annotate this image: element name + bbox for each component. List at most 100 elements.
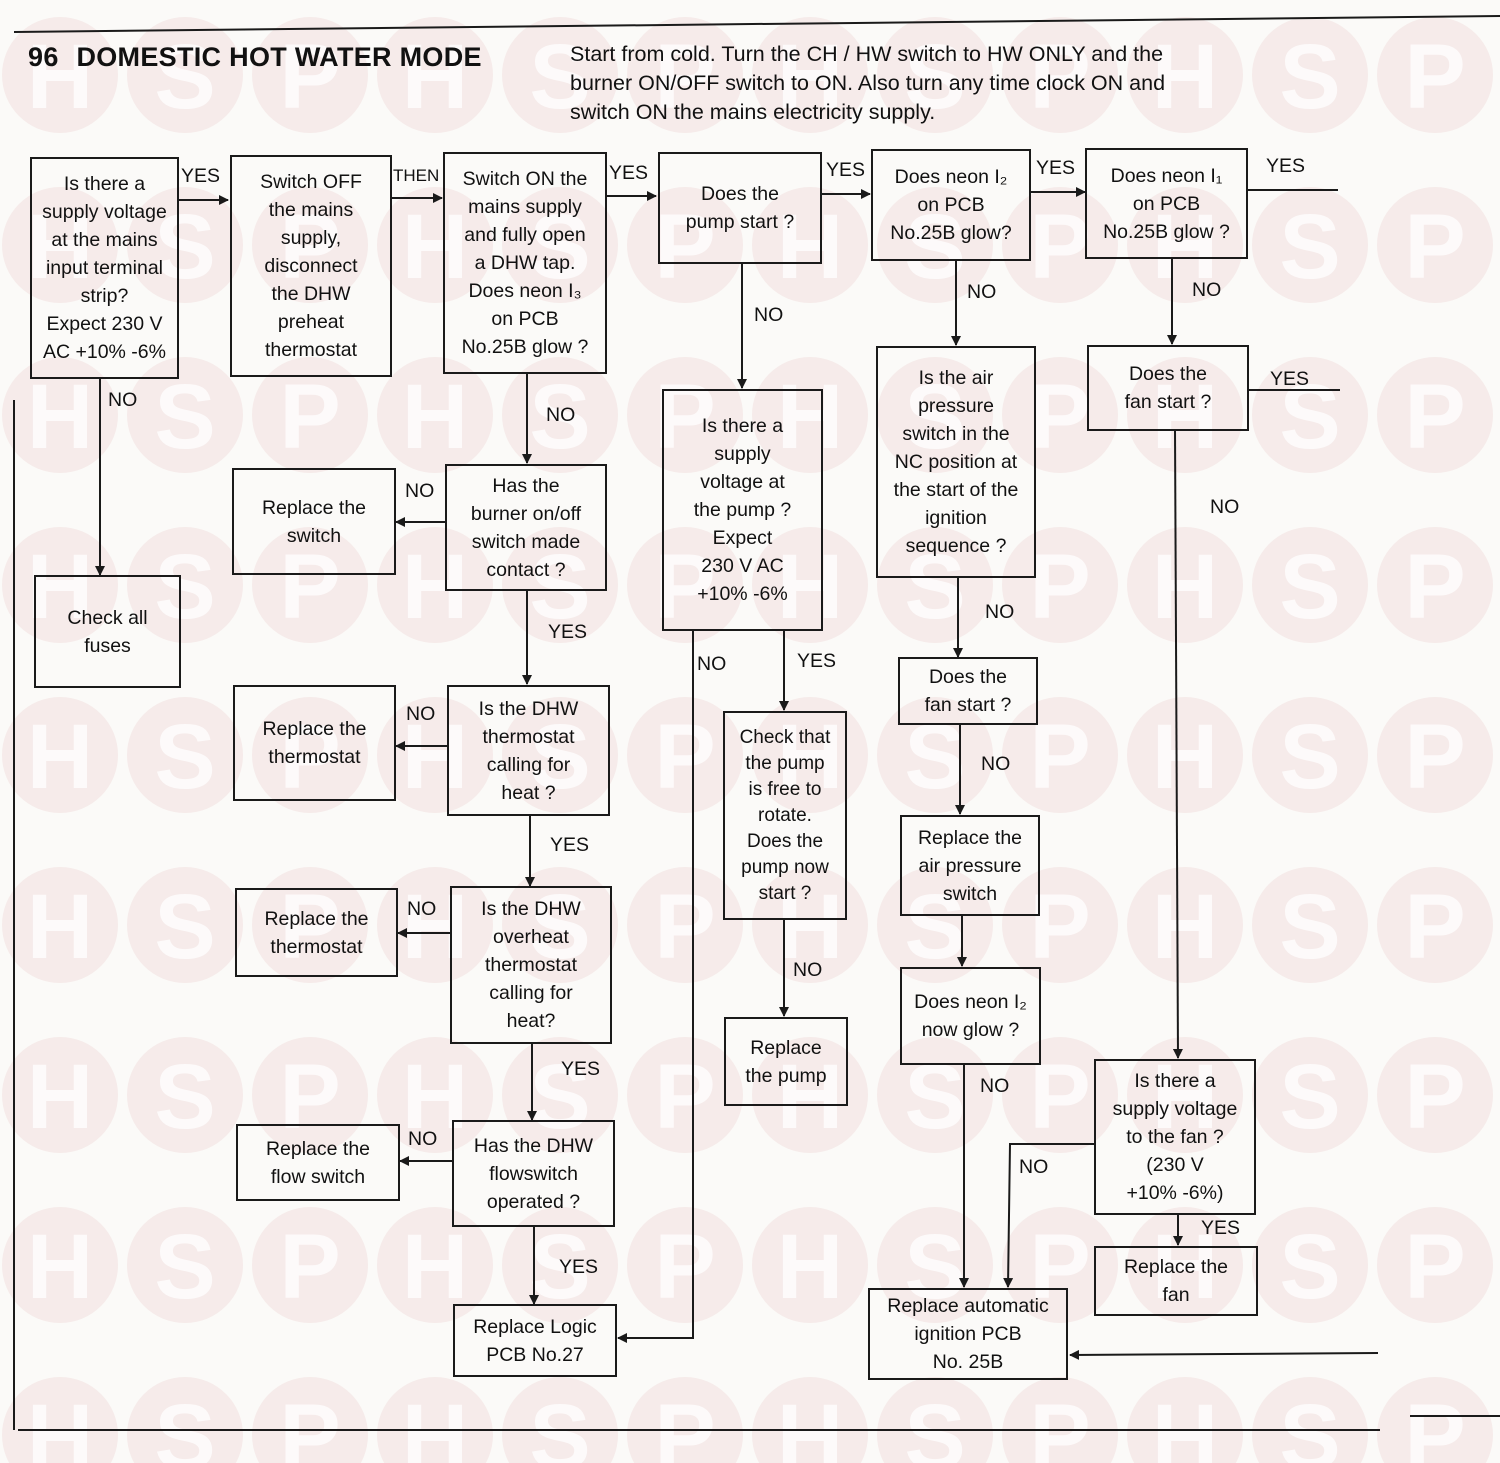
- watermark-circle: P: [252, 187, 368, 303]
- svg-text:H: H: [402, 536, 468, 638]
- svg-text:P: P: [279, 876, 340, 978]
- watermark-circle: P: [627, 1377, 743, 1463]
- label-b11-yes: YES: [550, 834, 590, 856]
- section-header: 96 DOMESTIC HOT WATER MODE: [28, 42, 482, 73]
- svg-text:H: H: [402, 706, 468, 808]
- svg-text:S: S: [1279, 1216, 1340, 1318]
- label-b17-yes: YES: [797, 650, 837, 672]
- neon-i2-question-box: Does neon I₂ on PCB No.25B glow?: [871, 149, 1031, 261]
- watermark-circle: H: [2, 17, 118, 133]
- watermark-circle: P: [1377, 187, 1493, 303]
- svg-text:S: S: [154, 26, 215, 128]
- label-b6-yes: YES: [1266, 155, 1306, 177]
- svg-text:H: H: [27, 196, 93, 298]
- svg-text:P: P: [279, 1046, 340, 1148]
- watermark-circle: S: [127, 697, 243, 813]
- watermark-circle: S: [127, 1377, 243, 1463]
- watermark-circle: S: [1252, 187, 1368, 303]
- watermark-circle: P: [627, 17, 743, 133]
- svg-text:P: P: [1404, 1046, 1465, 1148]
- svg-text:S: S: [529, 536, 590, 638]
- watermark-circle: S: [877, 1377, 993, 1463]
- watermark-circle: H: [752, 1037, 868, 1153]
- svg-text:P: P: [1029, 1216, 1090, 1318]
- watermark-circle: H: [1127, 867, 1243, 983]
- watermark-circle: P: [1002, 17, 1118, 133]
- watermark-circle: S: [1252, 697, 1368, 813]
- label-b2-then: THEN: [393, 166, 440, 185]
- watermark-circle: S: [127, 527, 243, 643]
- watermark-circle: P: [627, 527, 743, 643]
- svg-text:P: P: [654, 1046, 715, 1148]
- svg-text:H: H: [27, 1046, 93, 1148]
- svg-text:H: H: [777, 196, 843, 298]
- watermark-circle: H: [1127, 1377, 1243, 1463]
- label-b11-no: NO: [406, 703, 436, 725]
- watermark-circle: P: [1002, 1037, 1118, 1153]
- watermark-circle: H: [1127, 1207, 1243, 1323]
- svg-text:H: H: [1152, 1216, 1218, 1318]
- watermark-circle: P: [252, 1377, 368, 1463]
- watermark-circle: H: [752, 527, 868, 643]
- check-pump-rotate-box: Check that the pump is free to rotate. D…: [723, 711, 847, 920]
- watermark-circle: P: [1002, 697, 1118, 813]
- label-b18-no: NO: [793, 959, 823, 981]
- svg-text:S: S: [904, 26, 965, 128]
- mains-voltage-question-box: Is there a supply voltage at the mains i…: [30, 157, 179, 379]
- watermark-circle: H: [377, 867, 493, 983]
- svg-text:H: H: [402, 1216, 468, 1318]
- watermark-circle: H: [1127, 1037, 1243, 1153]
- watermark-circle: P: [252, 1207, 368, 1323]
- svg-text:H: H: [27, 366, 93, 468]
- arrow-b17-b16: [617, 630, 694, 1343]
- svg-text:S: S: [904, 1386, 965, 1463]
- svg-text:S: S: [154, 196, 215, 298]
- watermark-circle: P: [627, 187, 743, 303]
- watermark-circle: S: [502, 527, 618, 643]
- watermark-circle: H: [377, 1207, 493, 1323]
- svg-text:H: H: [1152, 536, 1218, 638]
- svg-text:S: S: [529, 706, 590, 808]
- svg-text:P: P: [1404, 196, 1465, 298]
- watermark-circle: S: [502, 187, 618, 303]
- label-b1-yes: YES: [181, 165, 221, 187]
- burner-switch-contact-box: Has the burner on/off switch made contac…: [445, 464, 607, 591]
- label-b26-no: NO: [1019, 1156, 1049, 1178]
- frame-top-line: [13, 15, 1500, 33]
- watermark-circle: P: [1002, 867, 1118, 983]
- watermark-circle: P: [252, 527, 368, 643]
- watermark-circle: H: [752, 697, 868, 813]
- watermark-circle: S: [877, 17, 993, 133]
- watermark-circle: S: [877, 867, 993, 983]
- svg-text:S: S: [1279, 1046, 1340, 1148]
- watermark-circle: H: [377, 697, 493, 813]
- svg-text:P: P: [654, 196, 715, 298]
- svg-text:P: P: [1029, 196, 1090, 298]
- label-b17-no: NO: [697, 653, 727, 675]
- dhw-overheat-thermostat-box: Is the DHW overheat thermostat calling f…: [450, 886, 612, 1044]
- watermark-circle: S: [1252, 1037, 1368, 1153]
- section-number: 96: [28, 42, 59, 72]
- watermark-circle: H: [377, 1037, 493, 1153]
- watermark-circle: S: [502, 867, 618, 983]
- watermark-circle: S: [1252, 17, 1368, 133]
- label-b15-yes: YES: [559, 1256, 599, 1278]
- watermark-circle: H: [752, 17, 868, 133]
- watermark-circle: H: [752, 357, 868, 473]
- watermark-circle: P: [252, 17, 368, 133]
- watermark-circle: S: [877, 357, 993, 473]
- watermark-circle: S: [1252, 1377, 1368, 1463]
- watermark-circle: S: [127, 1037, 243, 1153]
- watermark-circle: H: [2, 697, 118, 813]
- svg-text:H: H: [777, 366, 843, 468]
- svg-text:P: P: [654, 1386, 715, 1463]
- fan-start-question-box-1: Does the fan start ?: [898, 657, 1038, 725]
- svg-text:P: P: [654, 366, 715, 468]
- watermark-circle: P: [1377, 17, 1493, 133]
- watermark-circle: P: [627, 357, 743, 473]
- replace-switch-box: Replace the switch: [232, 468, 396, 575]
- svg-text:P: P: [654, 26, 715, 128]
- check-fuses-box: Check all fuses: [34, 575, 181, 688]
- label-b26-yes: YES: [1201, 1217, 1241, 1239]
